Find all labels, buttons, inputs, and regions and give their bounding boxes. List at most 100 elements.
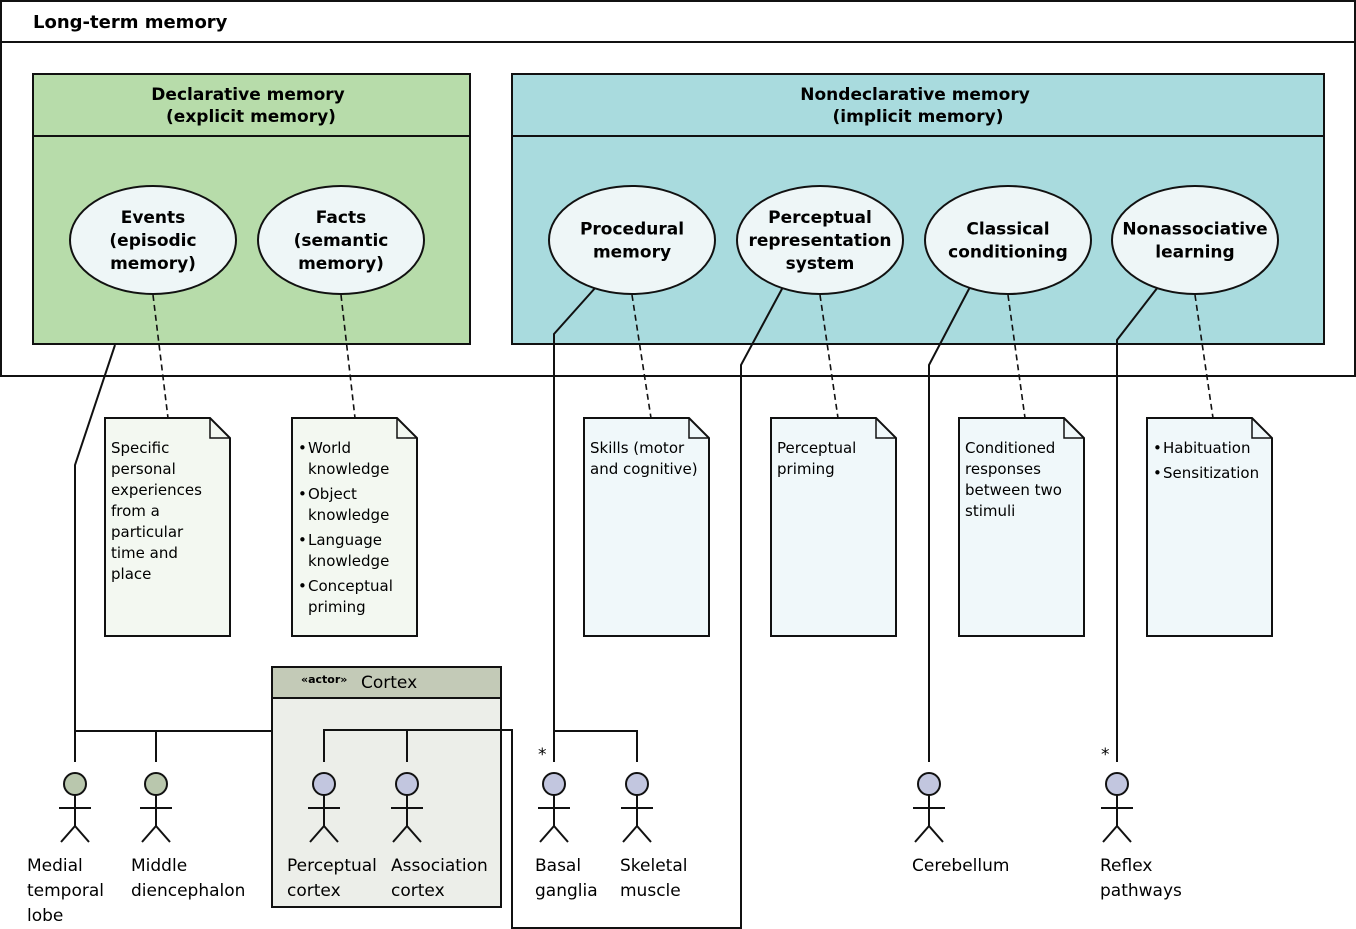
use-case-label: memory — [593, 243, 671, 263]
use-case-label: memory) — [110, 254, 196, 274]
package-title: Long-term memory — [33, 12, 228, 33]
note-bullet-line: Sensitization — [1163, 464, 1259, 482]
actor-middle-diencephalon: Middle diencephalon — [131, 772, 245, 901]
note-line: and cognitive) — [590, 460, 698, 478]
actor-label: diencephalon — [131, 881, 245, 901]
cortex-box: «actor» Cortex — [271, 666, 502, 908]
actor-figure-icon — [1101, 772, 1133, 843]
actor-label: ganglia — [535, 881, 598, 901]
use-case-label: Procedural — [580, 220, 684, 240]
actor-label: Basal — [535, 856, 581, 876]
note-bullet-line: World — [308, 439, 351, 457]
note-line: time and — [111, 544, 178, 562]
actor-figure-icon — [538, 772, 570, 843]
note-fold — [209, 418, 230, 439]
line-cortex-bus — [323, 286, 784, 929]
actor-label: Skeletal — [620, 856, 687, 876]
bullet-icon: • — [298, 531, 307, 549]
actor-label: Perceptual — [287, 856, 377, 876]
use-case-procedural: Procedural memory — [548, 185, 716, 295]
actor-figure-icon — [391, 772, 423, 843]
note-line: stimuli — [965, 502, 1015, 520]
note-bullet-line: knowledge — [308, 506, 389, 524]
note-shape — [583, 417, 710, 637]
svg-text:«actor» Cortex: «actor» Cortex — [301, 668, 417, 693]
actor-label: temporal — [27, 881, 104, 901]
note-facts-note: •Worldknowledge•Objectknowledge•Language… — [291, 417, 418, 637]
note-line: Conditioned — [965, 439, 1055, 457]
actor-figure-icon — [308, 772, 340, 843]
actor-label: Reflex — [1100, 856, 1152, 876]
use-case-label: Classical — [966, 220, 1049, 240]
note-line: experiences — [111, 481, 202, 499]
actor-label: Medial — [27, 856, 83, 876]
use-case-events: Events (episodic memory) — [69, 185, 237, 295]
note-bullet-line: Language — [308, 531, 382, 549]
note-bullet-line: Object — [308, 485, 357, 503]
line-declarative-to-mtl — [74, 344, 116, 762]
actor-figure-icon — [621, 772, 653, 843]
note-bullet-line: knowledge — [308, 552, 389, 570]
nondeclarative-title-line2: (implicit memory) — [833, 107, 1004, 127]
svg-text:Declarative memory (expl: Declarative memory (explicit memory) — [151, 85, 350, 127]
use-case-label: Events — [121, 208, 186, 228]
note-nonassociative-note: •Habituation•Sensitization — [1146, 417, 1273, 637]
use-case-ellipse — [548, 185, 716, 295]
actor-cerebellum: Cerebellum — [912, 772, 1009, 876]
use-case-label: system — [786, 254, 855, 274]
note-line: Perceptual — [777, 439, 856, 457]
note-line: particular — [111, 523, 184, 541]
note-line: place — [111, 565, 151, 583]
note-shape — [958, 417, 1085, 637]
note-line: from a — [111, 502, 160, 520]
line-classical-to-cerebellum — [928, 286, 971, 762]
svg-text:Nondeclarative memory (i: Nondeclarative memory (implicit memory) — [800, 85, 1035, 127]
note-line: responses — [965, 460, 1041, 478]
actor-label: pathways — [1100, 881, 1182, 901]
note-line: personal — [111, 460, 176, 478]
declarative-title-line2: (explicit memory) — [166, 107, 336, 127]
note-fold — [1251, 418, 1272, 439]
note-bullet-line: Conceptual — [308, 577, 393, 595]
actor-basal-ganglia: Basal ganglia — [535, 772, 598, 901]
use-case-label: learning — [1155, 243, 1234, 263]
use-case-label: Facts — [316, 208, 366, 228]
use-case-ellipse — [257, 185, 425, 295]
bullet-icon: • — [298, 485, 307, 503]
bullet-icon: • — [298, 439, 307, 457]
note-bullet-line: priming — [308, 598, 366, 616]
actor-label: Middle — [131, 856, 187, 876]
note-fold — [875, 418, 896, 439]
note-shape — [770, 417, 897, 637]
note-line: Skills (motor — [590, 439, 685, 457]
nondeclarative-title-line1: Nondeclarative memory — [800, 85, 1030, 105]
line-nonassociative-to-reflex — [1116, 286, 1159, 762]
actor-reflex-pathways: Reflex pathways — [1100, 772, 1182, 901]
note-shape — [291, 417, 418, 637]
use-case-label: conditioning — [948, 243, 1068, 263]
actor-skeletal-muscle: Skeletal muscle — [620, 772, 687, 901]
use-cases: Events (episodic memory) Facts(semanticmemo… — [69, 185, 1279, 295]
cortex-name: Cortex — [361, 673, 417, 693]
note-bullet-line: knowledge — [308, 460, 389, 478]
multiplicity-reflex-pathways: * — [1101, 745, 1110, 765]
actor-label: muscle — [620, 881, 681, 901]
use-case-label: Nonassociative — [1122, 220, 1267, 240]
bullet-icon: • — [1153, 464, 1162, 482]
actors: MedialtemporallobeMiddlediencephalonPerc… — [27, 772, 1182, 926]
actor-label: Cerebellum — [912, 856, 1009, 876]
use-case-ellipse — [69, 185, 237, 295]
multiplicity-basal-ganglia: * — [538, 745, 547, 765]
actor-label: cortex — [287, 881, 341, 901]
note-procedural-note: Skills (motor and cognitive) — [583, 417, 710, 637]
use-case-label: (episodic — [109, 231, 196, 251]
note-fold — [688, 418, 709, 439]
declarative-title-line1: Declarative memory — [151, 85, 344, 105]
